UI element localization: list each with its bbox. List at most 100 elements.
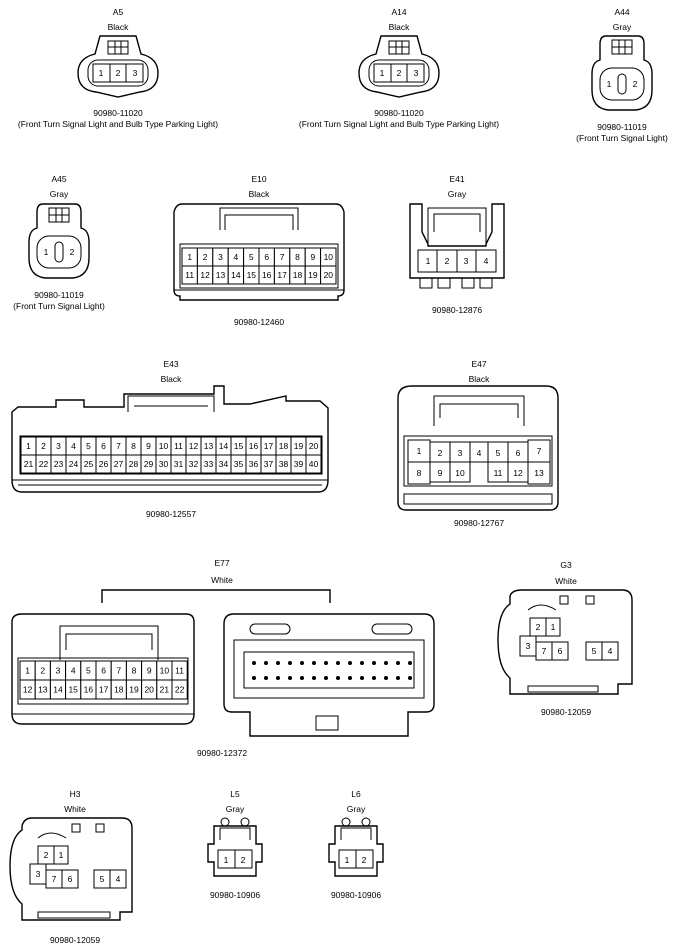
connector-g3-pin: 5 <box>592 646 597 656</box>
connector-e77-id: E77 <box>214 558 229 568</box>
connector-e77-pin: 20 <box>144 685 154 695</box>
connector-e10-pin: 16 <box>262 270 272 280</box>
connector-e77-pin: 22 <box>175 685 185 695</box>
connector-e43-pin: 13 <box>204 441 214 451</box>
connector-e41-pin: 1 <box>426 256 431 266</box>
connector-e10-pin: 10 <box>324 252 334 262</box>
connector-l5-id: L5 <box>230 789 240 799</box>
connector-e77-terminal-dot <box>300 676 304 680</box>
connector-e47-pin: 6 <box>516 448 521 458</box>
connector-e41-part-number: 90980-12876 <box>432 305 482 315</box>
connector-e77-terminal-dot <box>360 661 364 665</box>
connector-a45-note: (Front Turn Signal Light) <box>13 301 105 311</box>
connector-g3-pin: 1 <box>551 622 556 632</box>
connector-e41-pin: 4 <box>484 256 489 266</box>
connector-e43-pin: 21 <box>24 459 34 469</box>
connector-e77-color: White <box>211 575 233 585</box>
connector-e43-pin: 14 <box>219 441 229 451</box>
connector-e43-pin: 19 <box>294 441 304 451</box>
connector-g3-id: G3 <box>560 560 572 570</box>
connector-a44: A44 Gray 1 2 90980-11019 (Front Turn Sig… <box>576 7 668 143</box>
connector-a44-id: A44 <box>614 7 629 17</box>
connector-h3: H3 White 2 1 3 7 6 5 4 90980-12059 <box>9 789 133 945</box>
connector-a5-part-number: 90980-11020 <box>93 108 143 118</box>
connector-e77-pin: 8 <box>132 666 137 676</box>
connector-e41-color: Gray <box>448 189 467 199</box>
connector-a5-pin: 3 <box>133 68 138 78</box>
connector-e77-pin: 17 <box>99 685 109 695</box>
connector-e43-pin: 18 <box>279 441 289 451</box>
connector-e43-pin: 23 <box>54 459 64 469</box>
connector-a5-note: (Front Turn Signal Light and Bulb Type P… <box>18 119 218 129</box>
connector-e41-pin: 3 <box>464 256 469 266</box>
connector-e77-pin: 7 <box>116 666 121 676</box>
connector-e43-part-number: 90980-12557 <box>146 509 196 519</box>
connector-l5-pin: 1 <box>224 855 229 865</box>
connector-a5: A5 Black 1 2 3 90980-11020 (Front Turn S… <box>18 7 218 129</box>
connector-e10-pin-cell <box>320 265 337 285</box>
connector-e47-id: E47 <box>471 359 486 369</box>
connector-a45: A45 Gray 1 2 90980-11019 (Front Turn Sig… <box>13 174 105 311</box>
connector-a5-color: Black <box>108 22 130 32</box>
connector-e41-id: E41 <box>449 174 464 184</box>
connector-h3-pin: 4 <box>116 874 121 884</box>
connector-e10-part-number: 90980-12460 <box>234 317 284 327</box>
connector-e10-pin: 20 <box>324 270 334 280</box>
connector-a44-pin: 1 <box>607 79 612 89</box>
connector-e43-pin: 2 <box>41 441 46 451</box>
connector-e43-pin: 29 <box>144 459 154 469</box>
connector-e77-terminal-dot <box>252 661 256 665</box>
connector-e77-terminal-dot <box>312 661 316 665</box>
connector-e10-pin: 18 <box>293 270 303 280</box>
connector-e77-terminal-dot <box>372 676 376 680</box>
connector-a45-pin: 2 <box>70 247 75 257</box>
connector-e77-pin: 5 <box>86 666 91 676</box>
connector-a45-part-number: 90980-11019 <box>34 290 84 300</box>
connector-e10-pin: 13 <box>216 270 226 280</box>
connector-h3-pin: 3 <box>36 869 41 879</box>
connector-a5-pin: 2 <box>116 68 121 78</box>
connector-a44-part-number: 90980-11019 <box>597 122 647 132</box>
connector-e41: E41 Gray 1 2 3 4 90980-12876 <box>409 174 505 315</box>
connector-e43-pin: 38 <box>279 459 289 469</box>
connector-e77-terminal-dot <box>348 661 352 665</box>
connector-h3-color: White <box>64 804 86 814</box>
connector-g3-color: White <box>555 576 577 586</box>
connector-e43-pin: 35 <box>234 459 244 469</box>
connector-a14-pin: 1 <box>380 68 385 78</box>
connector-e47-pin: 4 <box>477 448 482 458</box>
connector-h3-id: H3 <box>70 789 81 799</box>
connector-e47-pin: 2 <box>438 448 443 458</box>
connector-e77-terminal-dot <box>408 661 412 665</box>
connector-a14-pin: 3 <box>414 68 419 78</box>
connector-e43-pin: 11 <box>174 441 183 451</box>
connector-e77-terminal-dot <box>276 676 280 680</box>
connector-a5-id: A5 <box>113 7 124 17</box>
connector-e43-pin: 33 <box>204 459 214 469</box>
connector-a14-id: A14 <box>391 7 406 17</box>
connector-e77-terminal-dot <box>288 676 292 680</box>
connector-l5-part-number: 90980-10906 <box>210 890 260 900</box>
connector-e10-pin: 8 <box>295 252 300 262</box>
connector-e47-color: Black <box>469 374 491 384</box>
connector-e10-pin: 17 <box>277 270 287 280</box>
connector-e43-pin: 8 <box>131 441 136 451</box>
connector-e43-pin: 15 <box>234 441 244 451</box>
connector-e43-pin: 3 <box>56 441 61 451</box>
connector-e43-id: E43 <box>163 359 178 369</box>
connector-e77-pin: 12 <box>23 685 33 695</box>
connector-e77-terminal-dot <box>288 661 292 665</box>
connector-e77-terminal-dot <box>300 661 304 665</box>
connector-e43-pin: 10 <box>159 441 169 451</box>
connector-e10-pin: 5 <box>249 252 254 262</box>
connector-e43-pin: 17 <box>264 441 274 451</box>
connector-e10-pin: 1 <box>187 252 192 262</box>
connector-e43-pin: 16 <box>249 441 259 451</box>
connector-a14-part-number: 90980-11020 <box>374 108 424 118</box>
connector-e77-pin: 1 <box>25 666 30 676</box>
connector-e77-terminal-dot <box>336 676 340 680</box>
